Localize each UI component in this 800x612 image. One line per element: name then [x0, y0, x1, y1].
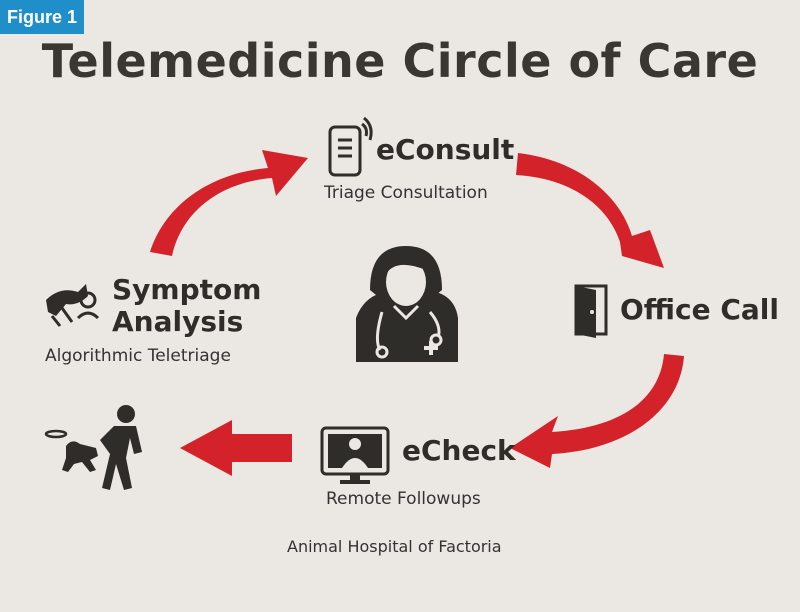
office-call-title: Office Call — [620, 293, 780, 326]
symptom-title-line1: Symptom — [112, 273, 262, 306]
smartphone-icon — [328, 116, 373, 177]
monitor-icon — [320, 426, 390, 484]
symptom-subtitle: Algorithmic Teletriage — [45, 346, 231, 366]
footer-credit: Animal Hospital of Factoria — [287, 537, 502, 556]
person-playing-with-dog-icon — [44, 405, 142, 490]
echeck-title: eCheck — [402, 434, 516, 467]
symptom-title-line2: Analysis — [112, 305, 244, 338]
arrow-econsult-to-office — [516, 153, 664, 268]
door-icon — [574, 284, 608, 338]
echeck-subtitle: Remote Followups — [326, 489, 481, 509]
dog-jumping-icon — [46, 284, 100, 327]
arrow-office-to-echeck — [510, 354, 684, 468]
arrow-symptom-to-econsult — [150, 150, 308, 256]
figure-badge: Figure 1 — [0, 0, 84, 34]
doctor-icon — [356, 246, 458, 362]
arrow-echeck-to-outcome — [180, 420, 292, 476]
page-title: Telemedicine Circle of Care — [41, 34, 759, 88]
econsult-subtitle: Triage Consultation — [324, 183, 488, 203]
econsult-title: eConsult — [376, 133, 515, 166]
